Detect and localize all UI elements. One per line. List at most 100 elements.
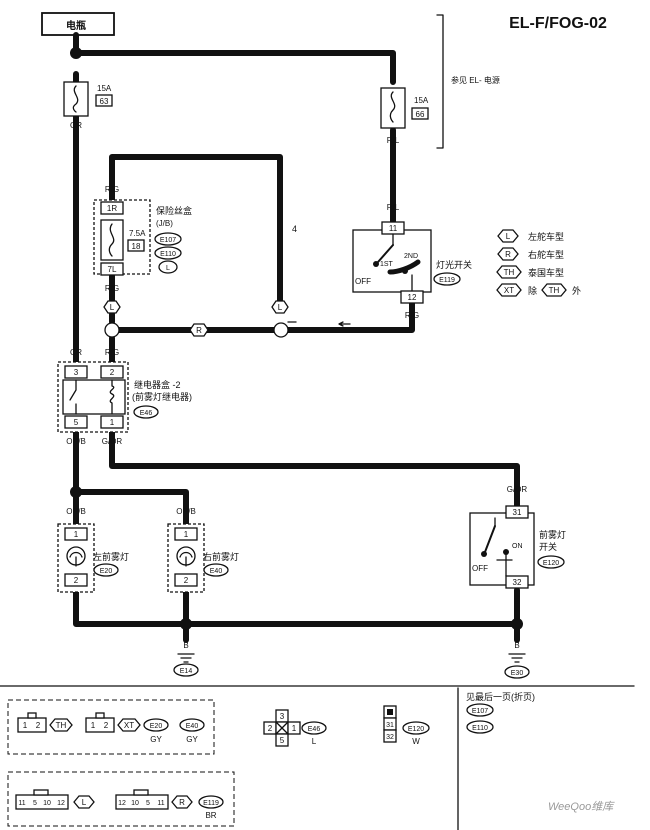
footer-see-last-page: 见最后一页(折页) E107 E110 (466, 691, 535, 734)
fog-lamp-switch: G/OR 31 32 OFF ON 前雾灯 开关 E120 B (469, 485, 566, 606)
svg-text:右前雾灯: 右前雾灯 (203, 551, 239, 562)
svg-text:E46: E46 (308, 726, 321, 733)
diagram-title: EL-F/FOG-02 (509, 15, 607, 32)
svg-text:1: 1 (184, 530, 189, 539)
svg-text:L: L (82, 798, 87, 807)
svg-text:L: L (166, 265, 170, 272)
svg-text:10: 10 (43, 800, 51, 807)
light-switch: R/L 11 12 OFF 1ST 2ND 灯光开关 E119 R/G (352, 203, 472, 320)
svg-text:OFF: OFF (472, 564, 488, 573)
svg-text:E40: E40 (186, 723, 199, 730)
svg-text:(J/B): (J/B) (156, 219, 173, 228)
svg-text:B: B (73, 597, 78, 606)
svg-text:3: 3 (280, 712, 285, 721)
svg-text:ON: ON (512, 543, 523, 550)
svg-text:XT: XT (504, 286, 514, 295)
svg-text:R: R (196, 326, 202, 335)
svg-text:G/OR: G/OR (507, 485, 528, 494)
fog-lamp-left: OR/B 1 2 左前雾灯 E20 B (57, 507, 129, 606)
svg-text:10: 10 (131, 800, 139, 807)
svg-text:E40: E40 (210, 568, 223, 575)
fuse-63: 15A 63 OR (63, 81, 113, 130)
footer-box-1 (7, 699, 215, 755)
svg-text:B: B (514, 641, 519, 650)
svg-text:E119: E119 (203, 800, 219, 807)
footer-conn-e40: E40 GY (179, 718, 205, 744)
svg-text:OR: OR (70, 121, 82, 130)
svg-text:E120: E120 (408, 726, 424, 733)
svg-text:E119: E119 (439, 277, 455, 284)
power-ref-bracket (436, 14, 444, 149)
svg-text:32: 32 (513, 578, 522, 587)
wires (73, 32, 520, 643)
battery-label: 电瓶 (66, 19, 86, 32)
svg-text:OR/B: OR/B (66, 437, 86, 446)
svg-text:2: 2 (184, 576, 189, 585)
svg-text:5: 5 (74, 418, 79, 427)
battery-node (70, 47, 82, 59)
svg-text:66: 66 (416, 110, 425, 119)
svg-text:1: 1 (110, 418, 115, 427)
footer-conn-e46: 3 2 1 5 E46 L (263, 709, 327, 747)
svg-text:1: 1 (292, 724, 297, 733)
svg-text:L: L (110, 303, 115, 312)
svg-text:除: 除 (528, 285, 537, 296)
svg-text:R: R (505, 250, 511, 259)
svg-text:1: 1 (74, 530, 79, 539)
fuse-66: 15A 66 R/L (380, 87, 429, 145)
jb-fuse-box: R/G 1R 7.5A 18 7L R/G 保险丝盒 (J/B) E107 E1… (93, 185, 192, 293)
loop-arrow-label: 4 (292, 224, 297, 234)
ground-e30: B E30 (504, 641, 530, 679)
svg-text:BR: BR (205, 811, 216, 820)
svg-text:R/L: R/L (387, 203, 400, 212)
svg-text:E46: E46 (140, 410, 153, 417)
footer-box-2 (7, 771, 235, 827)
ground-node-left (180, 618, 192, 630)
svg-text:E110: E110 (472, 725, 488, 732)
svg-text:OR/B: OR/B (176, 507, 196, 516)
svg-text:15A: 15A (97, 84, 112, 93)
svg-text:5: 5 (280, 736, 285, 745)
svg-text:2: 2 (74, 576, 79, 585)
cross-connectors: L L R (103, 300, 289, 338)
footer-conn-e120: 31 32 E120 W (383, 705, 430, 746)
footer-conn-d: 12 10 5 11 R E119 BR (115, 789, 224, 820)
relay-box: OR R/G 3 2 5 1 继电器盒 -2 (前雾灯继电器) E46 OR/B… (57, 348, 192, 446)
svg-text:2: 2 (36, 721, 41, 730)
svg-text:11: 11 (389, 224, 398, 233)
svg-text:18: 18 (132, 242, 141, 251)
svg-text:GY: GY (150, 735, 162, 744)
svg-text:开关: 开关 (539, 541, 557, 552)
footer-conn-a: 1 2 TH (17, 712, 73, 733)
svg-text:E120: E120 (543, 560, 559, 567)
svg-text:12: 12 (57, 800, 65, 807)
svg-text:R: R (179, 798, 185, 807)
svg-text:L: L (312, 737, 317, 746)
legend: L 左舵车型 R 右舵车型 TH 泰国车型 XT 除 TH 外 (496, 229, 581, 297)
svg-text:TH: TH (504, 268, 515, 277)
watermark: WeeQoo维库 (548, 800, 615, 813)
svg-text:5: 5 (146, 800, 150, 807)
svg-text:G/OR: G/OR (102, 437, 123, 446)
svg-text:R/L: R/L (387, 136, 400, 145)
svg-text:E20: E20 (150, 723, 163, 730)
svg-text:12: 12 (118, 800, 126, 807)
svg-text:31: 31 (513, 508, 522, 517)
svg-text:见最后一页(折页): 见最后一页(折页) (466, 691, 535, 702)
svg-text:3: 3 (74, 368, 79, 377)
svg-text:1R: 1R (107, 204, 117, 213)
svg-text:7L: 7L (108, 265, 117, 274)
svg-text:E14: E14 (180, 668, 193, 675)
svg-text:R/G: R/G (105, 284, 119, 293)
svg-text:TH: TH (56, 721, 67, 730)
svg-text:2ND: 2ND (404, 253, 418, 260)
svg-text:右舵车型: 右舵车型 (528, 249, 564, 260)
svg-text:1ST: 1ST (380, 261, 394, 268)
footer-conn-e20: E20 GY (143, 718, 169, 744)
jb-fuse-title: 保险丝盒 (156, 205, 192, 216)
svg-text:11: 11 (18, 800, 25, 807)
fog-split-node (70, 486, 82, 498)
svg-text:31: 31 (386, 722, 394, 729)
svg-text:OR: OR (70, 348, 82, 357)
light-switch-label: 灯光开关 (436, 259, 472, 270)
